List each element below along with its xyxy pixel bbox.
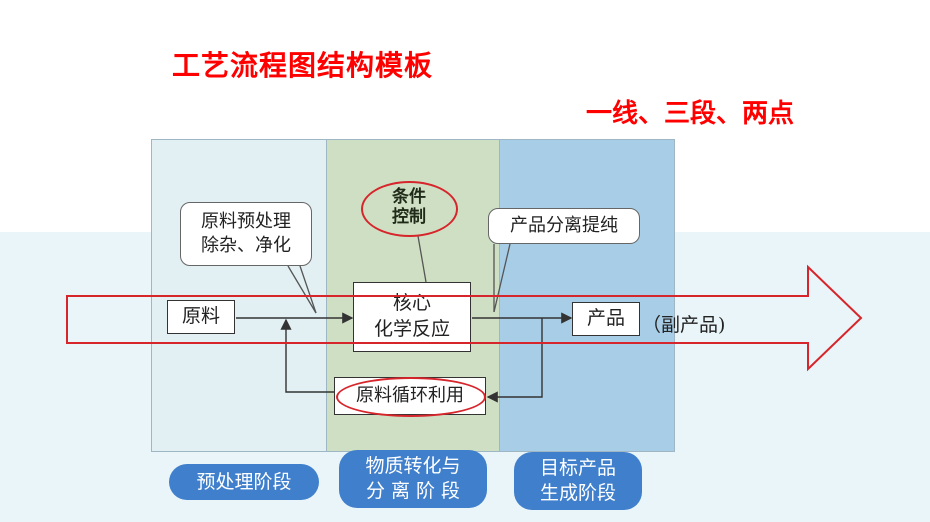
pretreatment-callout-line2: 除杂、净化 [201,235,291,256]
raw-material-box: 原料 [167,300,235,334]
condition-control-highlight [361,181,458,237]
recycle-highlight [336,377,486,417]
page-title: 工艺流程图结构模板 [172,49,434,82]
stage-conversion-line1: 物质转化与 [365,455,461,478]
stage-product-line1: 目标产品 [539,457,616,480]
stage-product-pill: 目标产品 生成阶段 [514,452,642,510]
byproduct-label: （副产品) [642,314,726,336]
separation-callout: 产品分离提纯 [488,208,640,244]
stage-conversion-line2: 分 离 阶 段 [365,480,461,502]
stage-product-line2: 生成阶段 [539,482,616,504]
stage-pretreatment-pill: 预处理阶段 [169,464,319,500]
stage-conversion-pill: 物质转化与 分 离 阶 段 [339,450,487,508]
core-reaction-line2: 化学反应 [373,318,450,340]
pretreatment-callout: 原料预处理 除杂、净化 [180,202,312,266]
page-subtitle: 一线、三段、两点 [586,99,795,129]
core-reaction-line1: 核心 [392,292,431,315]
pretreatment-callout-line1: 原料预处理 [201,210,291,232]
core-reaction-box: 核心 化学反应 [353,282,471,352]
product-box: 产品 [572,302,640,336]
